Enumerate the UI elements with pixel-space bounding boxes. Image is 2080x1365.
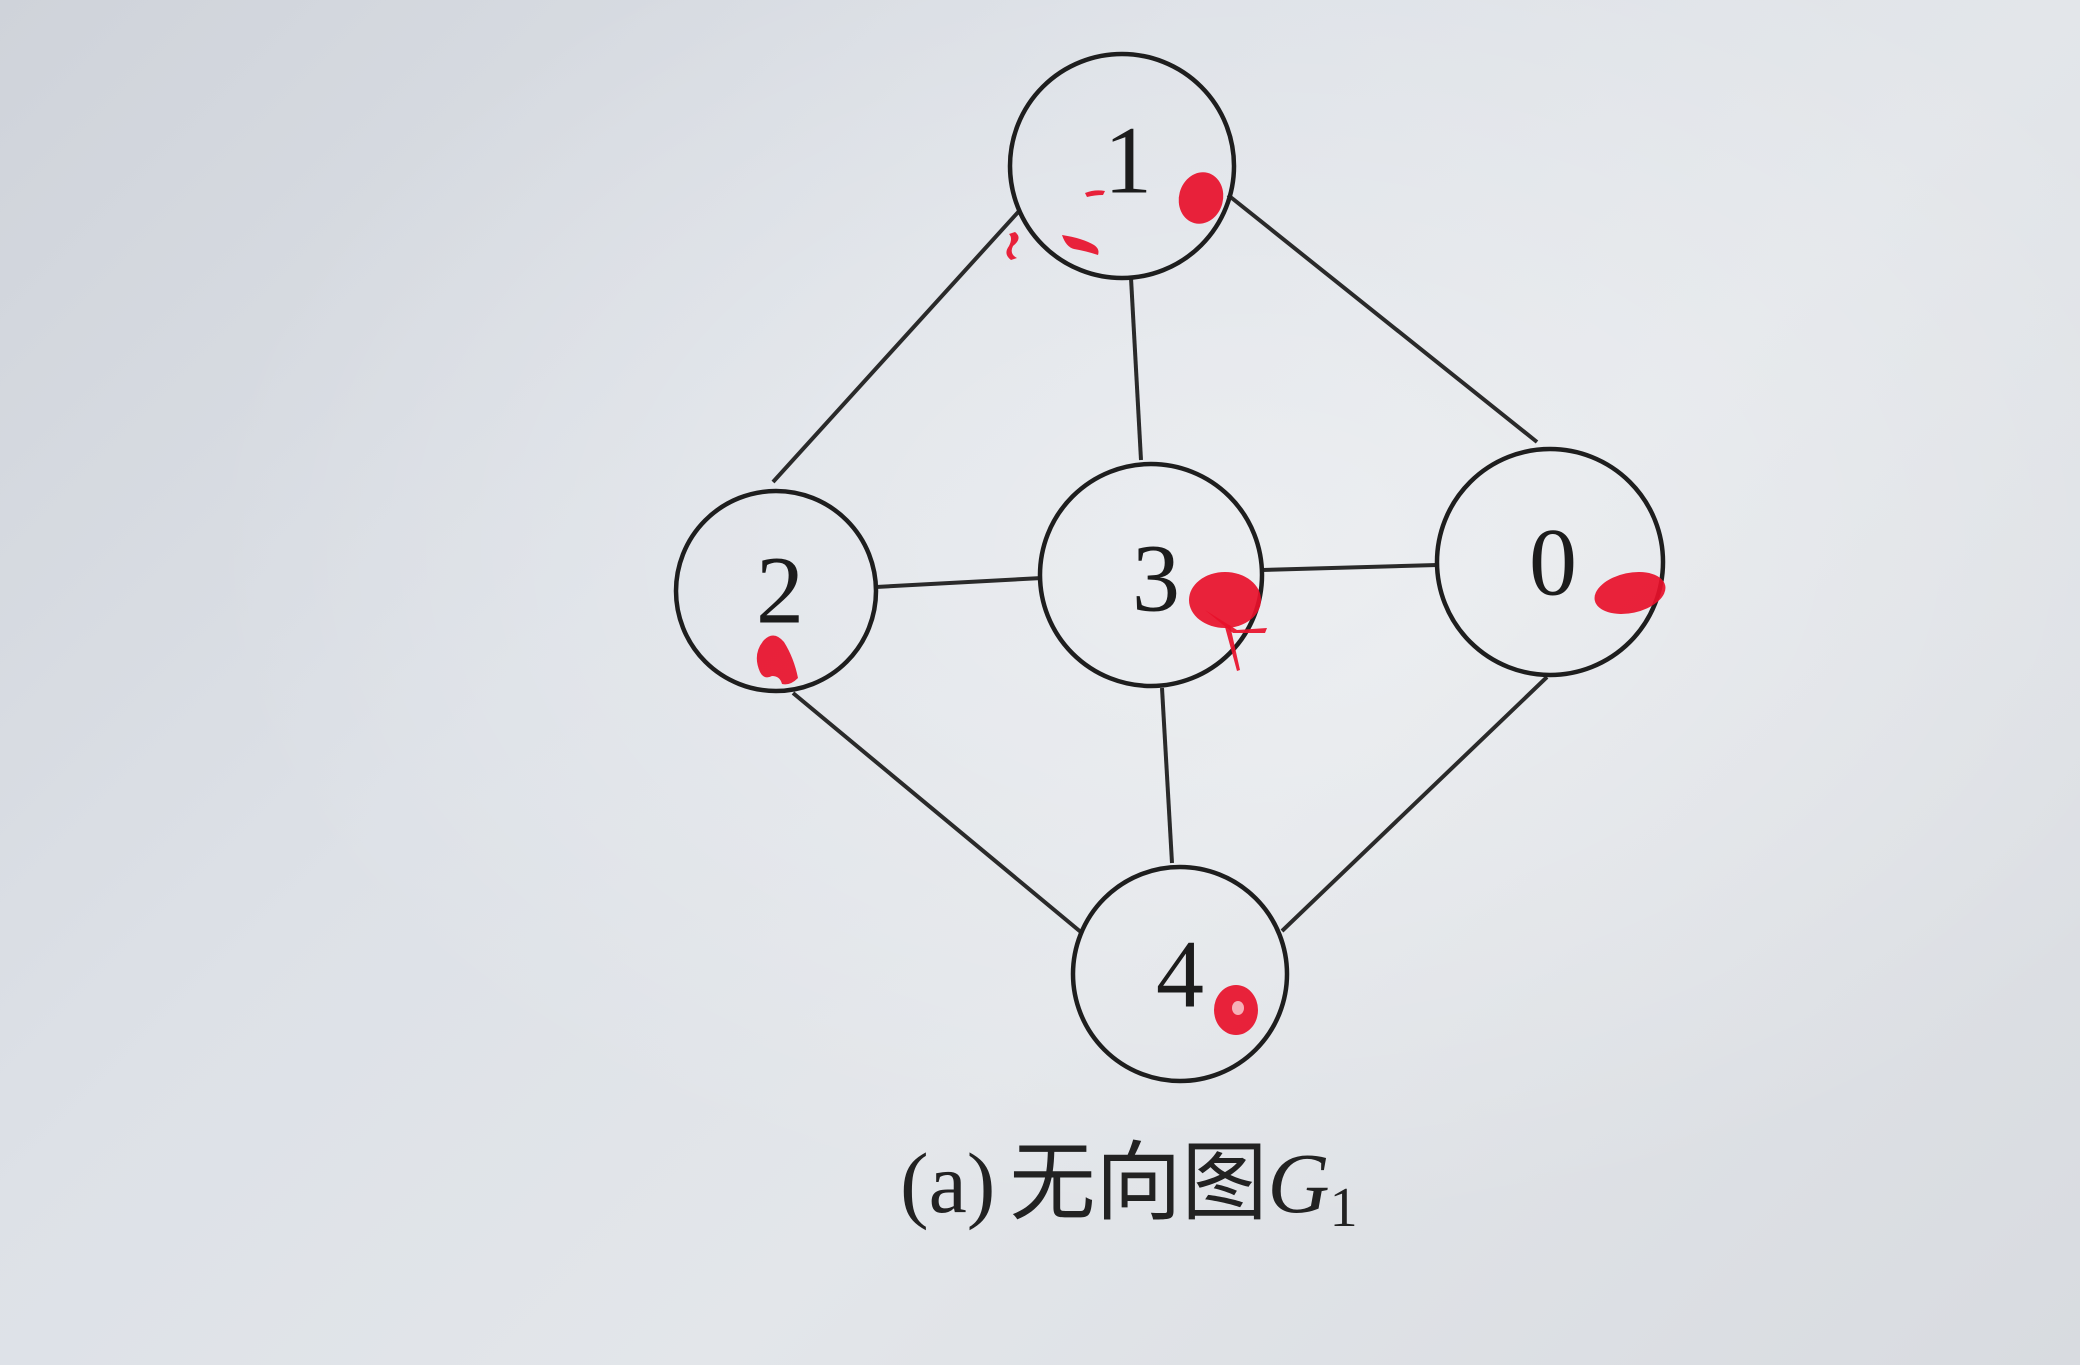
edge-1-2 [771, 208, 1022, 484]
node-label: 2 [756, 537, 804, 644]
red-stroke [1006, 232, 1019, 260]
red-mark [756, 635, 798, 685]
red-mark [1594, 572, 1666, 614]
node-circle [1434, 446, 1666, 678]
node-label: 1 [1104, 107, 1152, 214]
edges [771, 193, 1549, 935]
node-circle [1007, 51, 1237, 281]
red-mark [1178, 172, 1224, 224]
edge-1-0 [1226, 193, 1539, 444]
edge-2-4 [791, 691, 1084, 935]
edge-3-4 [1160, 687, 1174, 864]
graph-node-2: 2 [673, 488, 879, 694]
red-mark [1189, 572, 1261, 628]
edge-2-3 [875, 576, 1043, 589]
node-circle [1070, 864, 1290, 1084]
graph-node-1: 1 [1007, 51, 1237, 281]
red-stroke [1085, 190, 1105, 197]
red-stroke [1225, 625, 1240, 671]
red-stroke [1062, 235, 1099, 255]
caption-subscript: 1 [1329, 1177, 1358, 1239]
caption-prefix: (a) [900, 1135, 996, 1231]
red-pen-marks [756, 172, 1666, 1035]
edge-3-0 [1261, 563, 1438, 572]
node-label: 3 [1132, 525, 1180, 632]
red-stroke [1205, 610, 1267, 633]
caption-symbol: G [1267, 1135, 1330, 1231]
node-circle [673, 488, 879, 694]
graph-node-3: 3 [1037, 461, 1265, 689]
graph-node-4: 4 [1070, 864, 1290, 1084]
edge-0-4 [1280, 675, 1549, 933]
graph-node-0: 0 [1434, 446, 1666, 678]
node-circle [1037, 461, 1265, 689]
caption-text: 无向图 [1009, 1135, 1268, 1231]
edge-1-3 [1129, 277, 1143, 461]
figure-caption: (a)无向图G1 [900, 1140, 1358, 1236]
red-mark-highlight [1232, 1001, 1244, 1015]
node-label: 4 [1156, 921, 1204, 1028]
node-label: 0 [1529, 509, 1577, 616]
